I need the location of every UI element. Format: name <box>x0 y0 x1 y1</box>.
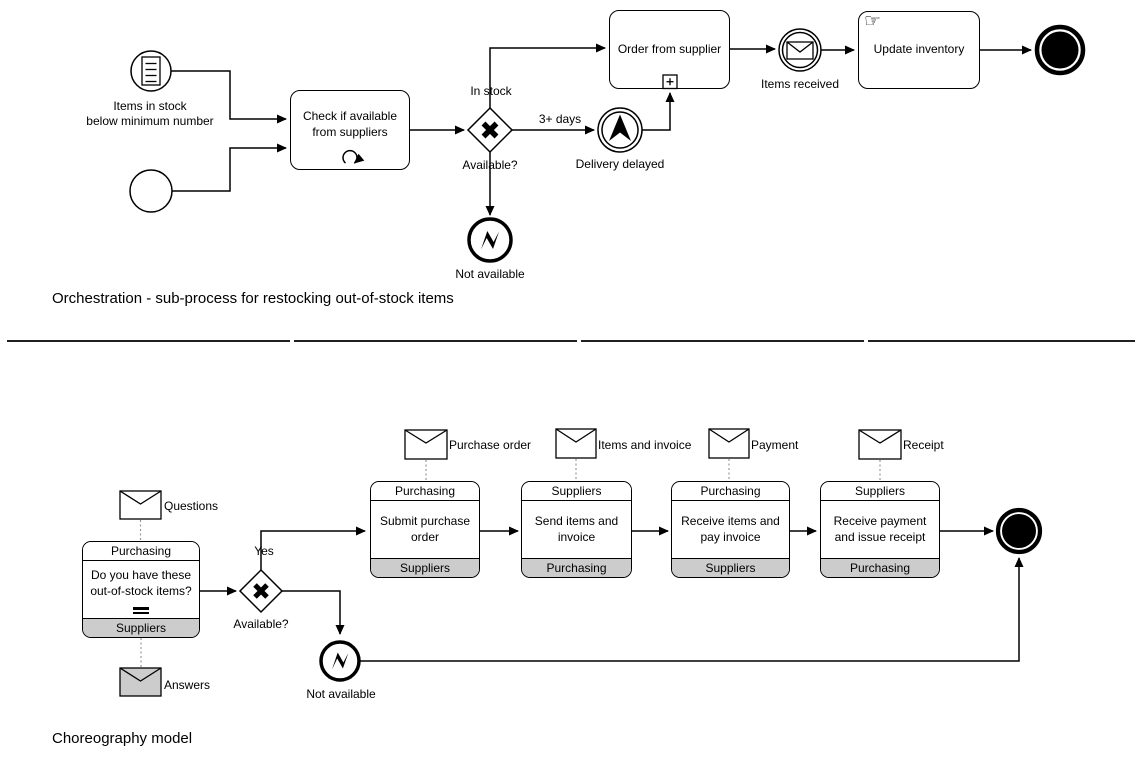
message-icon-items-invoice[interactable] <box>555 428 597 459</box>
message-label-purchase-order: Purchase order <box>449 438 532 452</box>
error-icon <box>332 652 349 670</box>
envelope-icon <box>786 41 814 60</box>
terminate-end-event-top[interactable] <box>1034 24 1086 76</box>
multi-instance-marker-icon <box>133 607 149 614</box>
orchestration-title: Orchestration - sub-process for restocki… <box>52 290 454 307</box>
delivery-delayed-label: Delivery delayed <box>575 157 665 171</box>
gateway-x-icon <box>481 121 499 139</box>
choreo-task-initial[interactable]: Purchasing Do you have these out-of-stoc… <box>82 541 200 638</box>
message-label-items-invoice: Items and invoice <box>598 438 692 452</box>
gateway-available-label-top: Available? <box>462 158 518 172</box>
escalation-icon <box>609 114 631 141</box>
flow-label-3days: 3+ days <box>538 112 582 126</box>
message-icon-questions[interactable] <box>119 490 162 520</box>
choreo-task-submit-order[interactable]: Purchasing Submit purchase order Supplie… <box>370 481 480 578</box>
message-event-items-received[interactable] <box>778 28 822 72</box>
not-available-label-bottom: Not available <box>306 687 376 701</box>
task-update-inventory-label: Update inventory <box>873 42 965 57</box>
escalation-event[interactable] <box>597 107 643 153</box>
task-check-availability-label: Check if available from suppliers <box>302 109 398 139</box>
choreo-task-3-body: Receive items and pay invoice <box>681 513 780 544</box>
choreo-initial-initiator-band: Purchasing <box>83 542 199 561</box>
choreography-title: Choreography model <box>52 730 193 747</box>
message-icon-purchase-order[interactable] <box>404 429 448 460</box>
message-icon-receipt[interactable] <box>858 429 902 460</box>
message-label-payment: Payment <box>751 438 799 452</box>
choreo-task-send-items[interactable]: Suppliers Send items and invoice Purchas… <box>521 481 632 578</box>
items-received-label: Items received <box>760 77 840 91</box>
task-update-inventory[interactable]: ☞ Update inventory <box>858 11 980 89</box>
questions-label: Questions <box>164 499 219 513</box>
conditional-start-label-line1: Items in stock <box>113 99 187 113</box>
exclusive-gateway-bottom[interactable] <box>238 568 284 614</box>
gateway-x-icon <box>253 583 269 599</box>
answers-label: Answers <box>164 678 211 692</box>
choreo-task-1-initiator-band: Purchasing <box>371 482 479 501</box>
terminate-end-event-bottom[interactable] <box>995 507 1043 555</box>
choreo-task-4-initiator-band: Suppliers <box>821 482 939 501</box>
error-end-event-bottom[interactable] <box>319 640 361 682</box>
conditional-start-label-line2: below minimum number <box>86 114 214 128</box>
start-event[interactable] <box>129 169 173 213</box>
subprocess-order-from-supplier[interactable]: Order from supplier <box>609 10 730 89</box>
choreo-task-3-initiator-band: Purchasing <box>672 482 789 501</box>
exclusive-gateway-top[interactable] <box>466 106 514 154</box>
message-label-receipt: Receipt <box>903 438 944 452</box>
not-available-label-top: Not available <box>455 267 525 281</box>
flow-label-in-stock: In stock <box>470 84 512 98</box>
message-icon-payment[interactable] <box>708 428 750 459</box>
choreo-task-receive-items[interactable]: Purchasing Receive items and pay invoice… <box>671 481 790 578</box>
conditional-start-event[interactable] <box>130 50 172 92</box>
choreo-task-2-body: Send items and invoice <box>534 513 619 544</box>
choreo-task-4-body: Receive payment and issue receipt <box>833 513 927 544</box>
error-end-event-top[interactable] <box>467 217 513 263</box>
manual-task-icon: ☞ <box>864 10 882 32</box>
subprocess-order-label: Order from supplier <box>617 41 722 56</box>
gateway-available-label-bottom: Available? <box>233 617 289 631</box>
choreo-initial-responder-band: Suppliers <box>83 618 199 637</box>
message-icon-answers[interactable] <box>119 667 162 697</box>
choreo-task-3-responder-band: Suppliers <box>672 558 789 577</box>
conditional-start-label: Items in stock below minimum number <box>86 99 213 129</box>
conditional-marker-icon <box>141 56 161 86</box>
choreo-task-1-body: Submit purchase order <box>379 513 471 544</box>
choreo-task-2-responder-band: Purchasing <box>522 558 631 577</box>
choreo-initial-body: Do you have these out-of-stock items? <box>90 567 192 598</box>
task-check-availability[interactable]: Check if available from suppliers <box>290 90 410 170</box>
choreo-task-receive-payment[interactable]: Suppliers Receive payment and issue rece… <box>820 481 940 578</box>
choreo-task-4-responder-band: Purchasing <box>821 558 939 577</box>
error-icon <box>481 231 499 250</box>
choreo-task-1-responder-band: Suppliers <box>371 558 479 577</box>
choreo-task-2-initiator-band: Suppliers <box>522 482 631 501</box>
flow-label-yes: Yes <box>254 544 274 558</box>
